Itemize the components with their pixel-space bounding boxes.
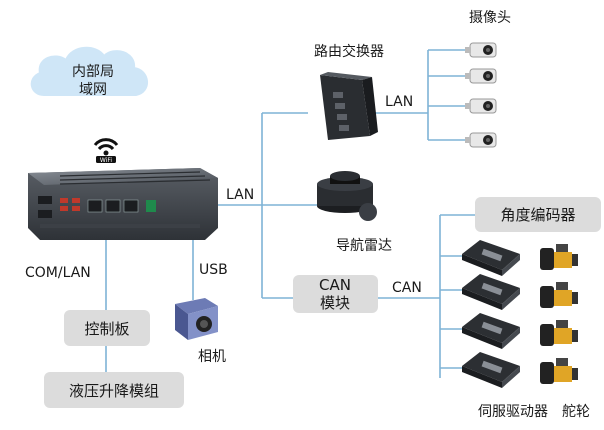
- ip-camera-icon: [465, 68, 497, 84]
- servo-driver-icon: [462, 240, 520, 276]
- can-module-line1: CAN: [319, 276, 351, 294]
- steering-wheel-icon: [540, 282, 578, 308]
- wifi-badge: WiFi: [100, 157, 112, 164]
- control-board-box: 控制板: [64, 310, 150, 346]
- servo-driver-icon: [462, 352, 520, 388]
- wheel-label: 舵轮: [562, 404, 590, 420]
- usb-camera-label: 相机: [198, 349, 226, 365]
- wifi-icon: WiFi: [93, 138, 119, 164]
- router-label: 路由交换器: [314, 43, 384, 60]
- steering-wheel-icon: [540, 320, 578, 346]
- steering-wheel-icon: [540, 244, 578, 270]
- ip-camera-icon: [465, 132, 497, 148]
- cloud-label-line1: 内部局: [72, 64, 114, 80]
- servo-driver-icon: [462, 274, 520, 310]
- encoder-box: 角度编码器: [475, 197, 601, 232]
- servo-driver-label: 伺服驱动器: [478, 404, 548, 420]
- usb-label: USB: [199, 262, 228, 278]
- router-switch: 路由交换器: [314, 43, 384, 140]
- hydraulic-label: 液压升降模组: [69, 382, 159, 400]
- lidar-label: 导航雷达: [336, 238, 392, 254]
- ip-camera-icon: [465, 98, 497, 114]
- intranet-cloud: 内部局 域网: [30, 46, 148, 98]
- lan-router-label: LAN: [385, 94, 413, 110]
- hydraulic-box: 液压升降模组: [44, 372, 184, 408]
- can-label: CAN: [392, 280, 422, 296]
- can-module-box: CAN 模块: [293, 275, 378, 313]
- industrial-controller: [28, 168, 218, 240]
- lidar-icon: [317, 171, 377, 221]
- encoder-label: 角度编码器: [500, 206, 575, 224]
- can-module-line2: 模块: [320, 294, 350, 312]
- ip-camera-icon: [465, 42, 497, 58]
- lan-main-label: LAN: [226, 187, 254, 203]
- com-lan-label: COM/LAN: [25, 265, 91, 281]
- usb-camera-icon: [175, 298, 218, 340]
- steering-wheel-icon: [540, 358, 578, 384]
- network-wires: [105, 49, 475, 378]
- cloud-label-line2: 域网: [79, 82, 107, 98]
- servo-driver-icon: [462, 313, 520, 349]
- cameras-label: 摄像头: [469, 10, 511, 26]
- control-board-label: 控制板: [84, 320, 129, 338]
